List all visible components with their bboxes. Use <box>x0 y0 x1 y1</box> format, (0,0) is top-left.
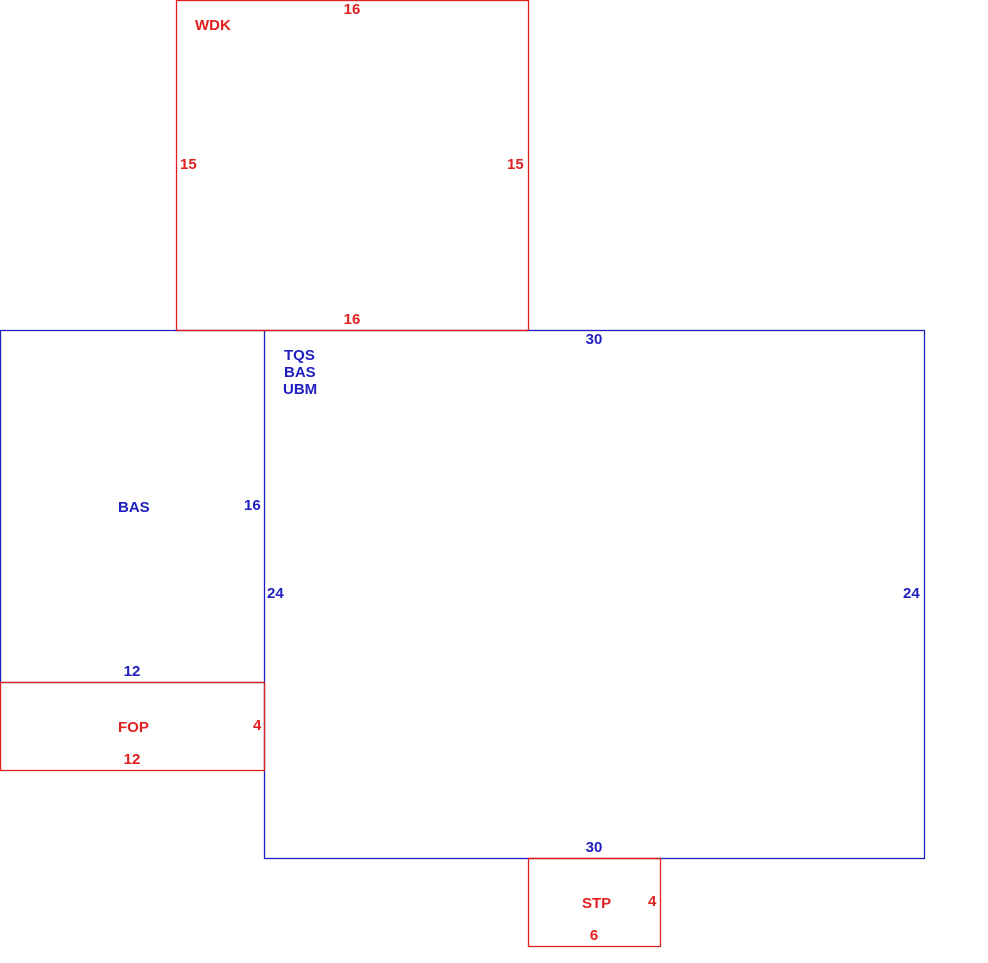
bas-wing-bottom-dimension: 12 <box>123 663 141 680</box>
wdk-top-dimension: 16 <box>343 1 361 18</box>
main-left-dimension: 24 <box>267 585 284 602</box>
wdk-bottom-dimension: 16 <box>343 311 361 328</box>
fop-outline <box>0 681 266 772</box>
bas-wing-right-dimension: 16 <box>244 497 261 514</box>
fop-area-code: FOP <box>118 719 149 736</box>
main-block-outline <box>263 329 926 860</box>
wdk-left-dimension: 15 <box>180 156 197 173</box>
wdk-outline <box>175 0 530 332</box>
stp-bottom-dimension: 6 <box>589 927 599 944</box>
main-area-code-ubm: UBM <box>283 381 318 398</box>
stp-right-dimension: 4 <box>648 893 657 910</box>
main-bottom-dimension: 30 <box>585 839 603 856</box>
main-top-dimension: 30 <box>585 331 603 348</box>
fop-bottom-dimension: 12 <box>123 751 141 768</box>
main-right-dimension: 24 <box>903 585 920 602</box>
wdk-right-dimension: 15 <box>507 156 524 173</box>
stp-area-code: STP <box>582 895 612 912</box>
fop-right-dimension: 4 <box>253 717 262 734</box>
bas-wing-area-code: BAS <box>118 499 150 516</box>
main-area-code-bas: BAS <box>284 364 316 381</box>
wdk-area-code: WDK <box>195 17 231 34</box>
main-area-code-tqs: TQS <box>284 347 315 364</box>
